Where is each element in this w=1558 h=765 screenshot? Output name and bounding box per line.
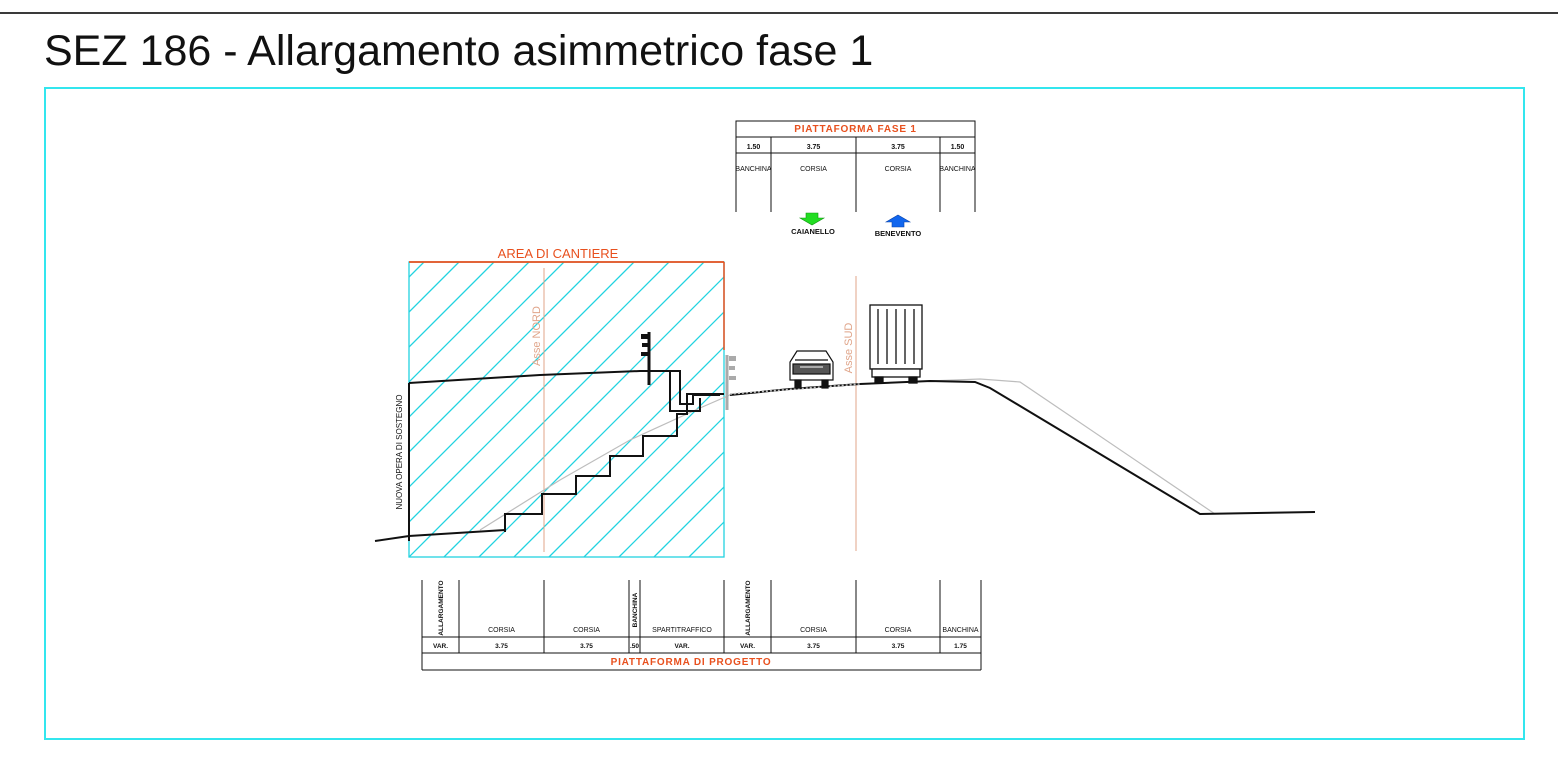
- bottom-label-2: CORSIA: [488, 627, 515, 634]
- wall-label: NUOVA OPERA DI SOSTEGNO: [395, 395, 404, 510]
- top-label-4: BANCHINA: [939, 166, 976, 173]
- top-width-1: 1.50: [747, 144, 761, 151]
- top-rule: [0, 12, 1558, 14]
- top-label-1: BANCHINA: [735, 166, 772, 173]
- bottom-width-8: 3.75: [892, 643, 905, 650]
- bottom-width-3: 3.75: [580, 643, 593, 650]
- bottom-label-1: ALLARGAMENTO: [438, 580, 445, 635]
- guardrail-icon: [641, 332, 651, 385]
- bottom-label-9: BANCHINA: [942, 627, 979, 634]
- bottom-width-9: 1.75: [954, 643, 967, 650]
- bottom-width-6: VAR.: [740, 643, 755, 650]
- bottom-width-7: 3.75: [807, 643, 820, 650]
- area-label: AREA DI CANTIERE: [498, 246, 619, 261]
- top-table-title: PIATTAFORMA FASE 1: [794, 124, 917, 135]
- retaining-wall: [408, 370, 724, 541]
- bottom-width-4: .50: [630, 643, 639, 650]
- bottom-label-7: CORSIA: [800, 627, 827, 634]
- bottom-width-5: VAR.: [674, 643, 689, 650]
- direction-caianello: CAIANELLO: [791, 227, 835, 236]
- guardrail-icon: [725, 355, 736, 410]
- car-icon: [789, 350, 834, 389]
- bottom-label-5: SPARTITRAFFICO: [652, 627, 712, 634]
- bottom-table-title: PIATTAFORMA DI PROGETTO: [611, 657, 772, 668]
- drawing-frame: [44, 87, 1525, 740]
- bottom-label-8: CORSIA: [885, 627, 912, 634]
- terrain-profile: [374, 378, 1316, 542]
- bottom-width-2: 3.75: [495, 643, 508, 650]
- bottom-platform-table: [421, 580, 982, 671]
- bottom-label-3: CORSIA: [573, 627, 600, 634]
- top-platform-table: [735, 120, 976, 212]
- direction-benevento: BENEVENTO: [875, 229, 922, 238]
- top-width-2: 3.75: [807, 144, 821, 151]
- top-label-2: CORSIA: [800, 166, 827, 173]
- top-width-4: 1.50: [951, 144, 965, 151]
- truck-icon: [869, 304, 923, 384]
- bottom-label-6: ALLARGAMENTO: [745, 580, 752, 635]
- axis-sud-label: Asse SUD: [843, 323, 855, 374]
- page-title: SEZ 186 - Allargamento asimmetrico fase …: [44, 27, 874, 75]
- construction-area: [408, 261, 725, 558]
- top-label-3: CORSIA: [885, 166, 912, 173]
- bottom-width-1: VAR.: [433, 643, 448, 650]
- arrow-down-icon: [798, 212, 826, 226]
- arrow-up-icon: [884, 214, 912, 228]
- axis-nord-label: Asse NORD: [531, 306, 543, 366]
- top-width-3: 3.75: [891, 144, 905, 151]
- bottom-label-4: BANCHINA: [632, 592, 639, 627]
